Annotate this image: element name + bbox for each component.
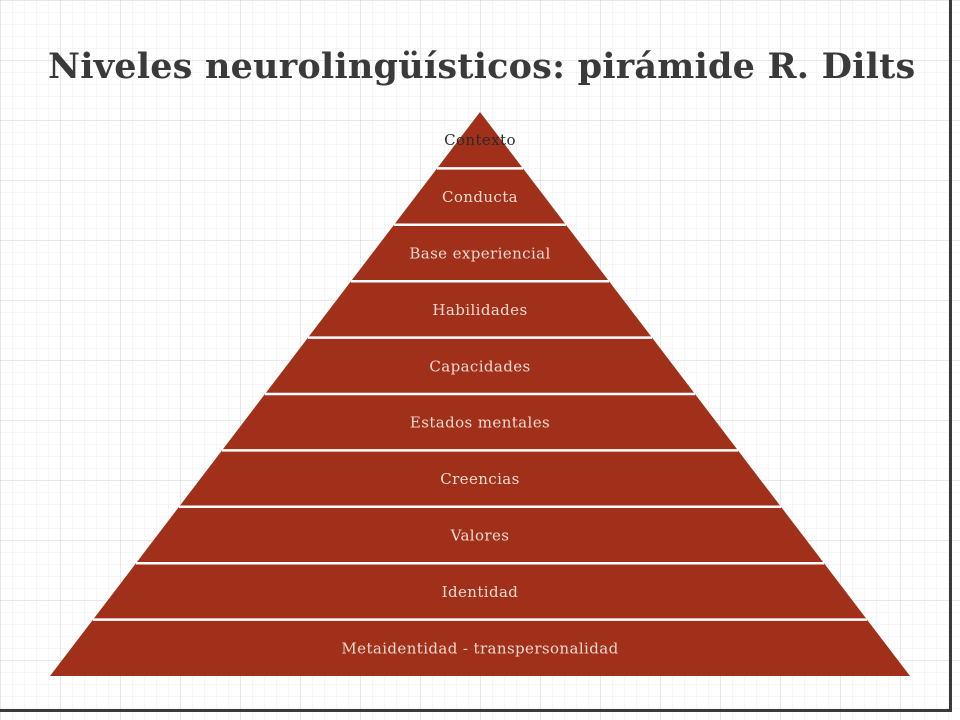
pyramid-level-label: Estados mentales (410, 414, 550, 432)
pyramid-level-label: Capacidades (429, 357, 530, 375)
pyramid-level-label: Base experiencial (409, 245, 550, 263)
pyramid-level-label: Metaidentidad - transpersonalidad (341, 639, 618, 657)
pyramid-level-label: Identidad (442, 583, 519, 601)
pyramid-dividers (93, 167, 867, 621)
pyramid-level-label: Contexto (444, 131, 516, 149)
pyramid-level-label: Creencias (440, 470, 520, 488)
pyramid-level-label: Habilidades (432, 301, 527, 319)
page-title: Niveles neurolingüísticos: pirámide R. D… (48, 46, 916, 87)
pyramid-level-label: Conducta (442, 188, 518, 206)
pyramid-level-label: Valores (450, 527, 510, 545)
